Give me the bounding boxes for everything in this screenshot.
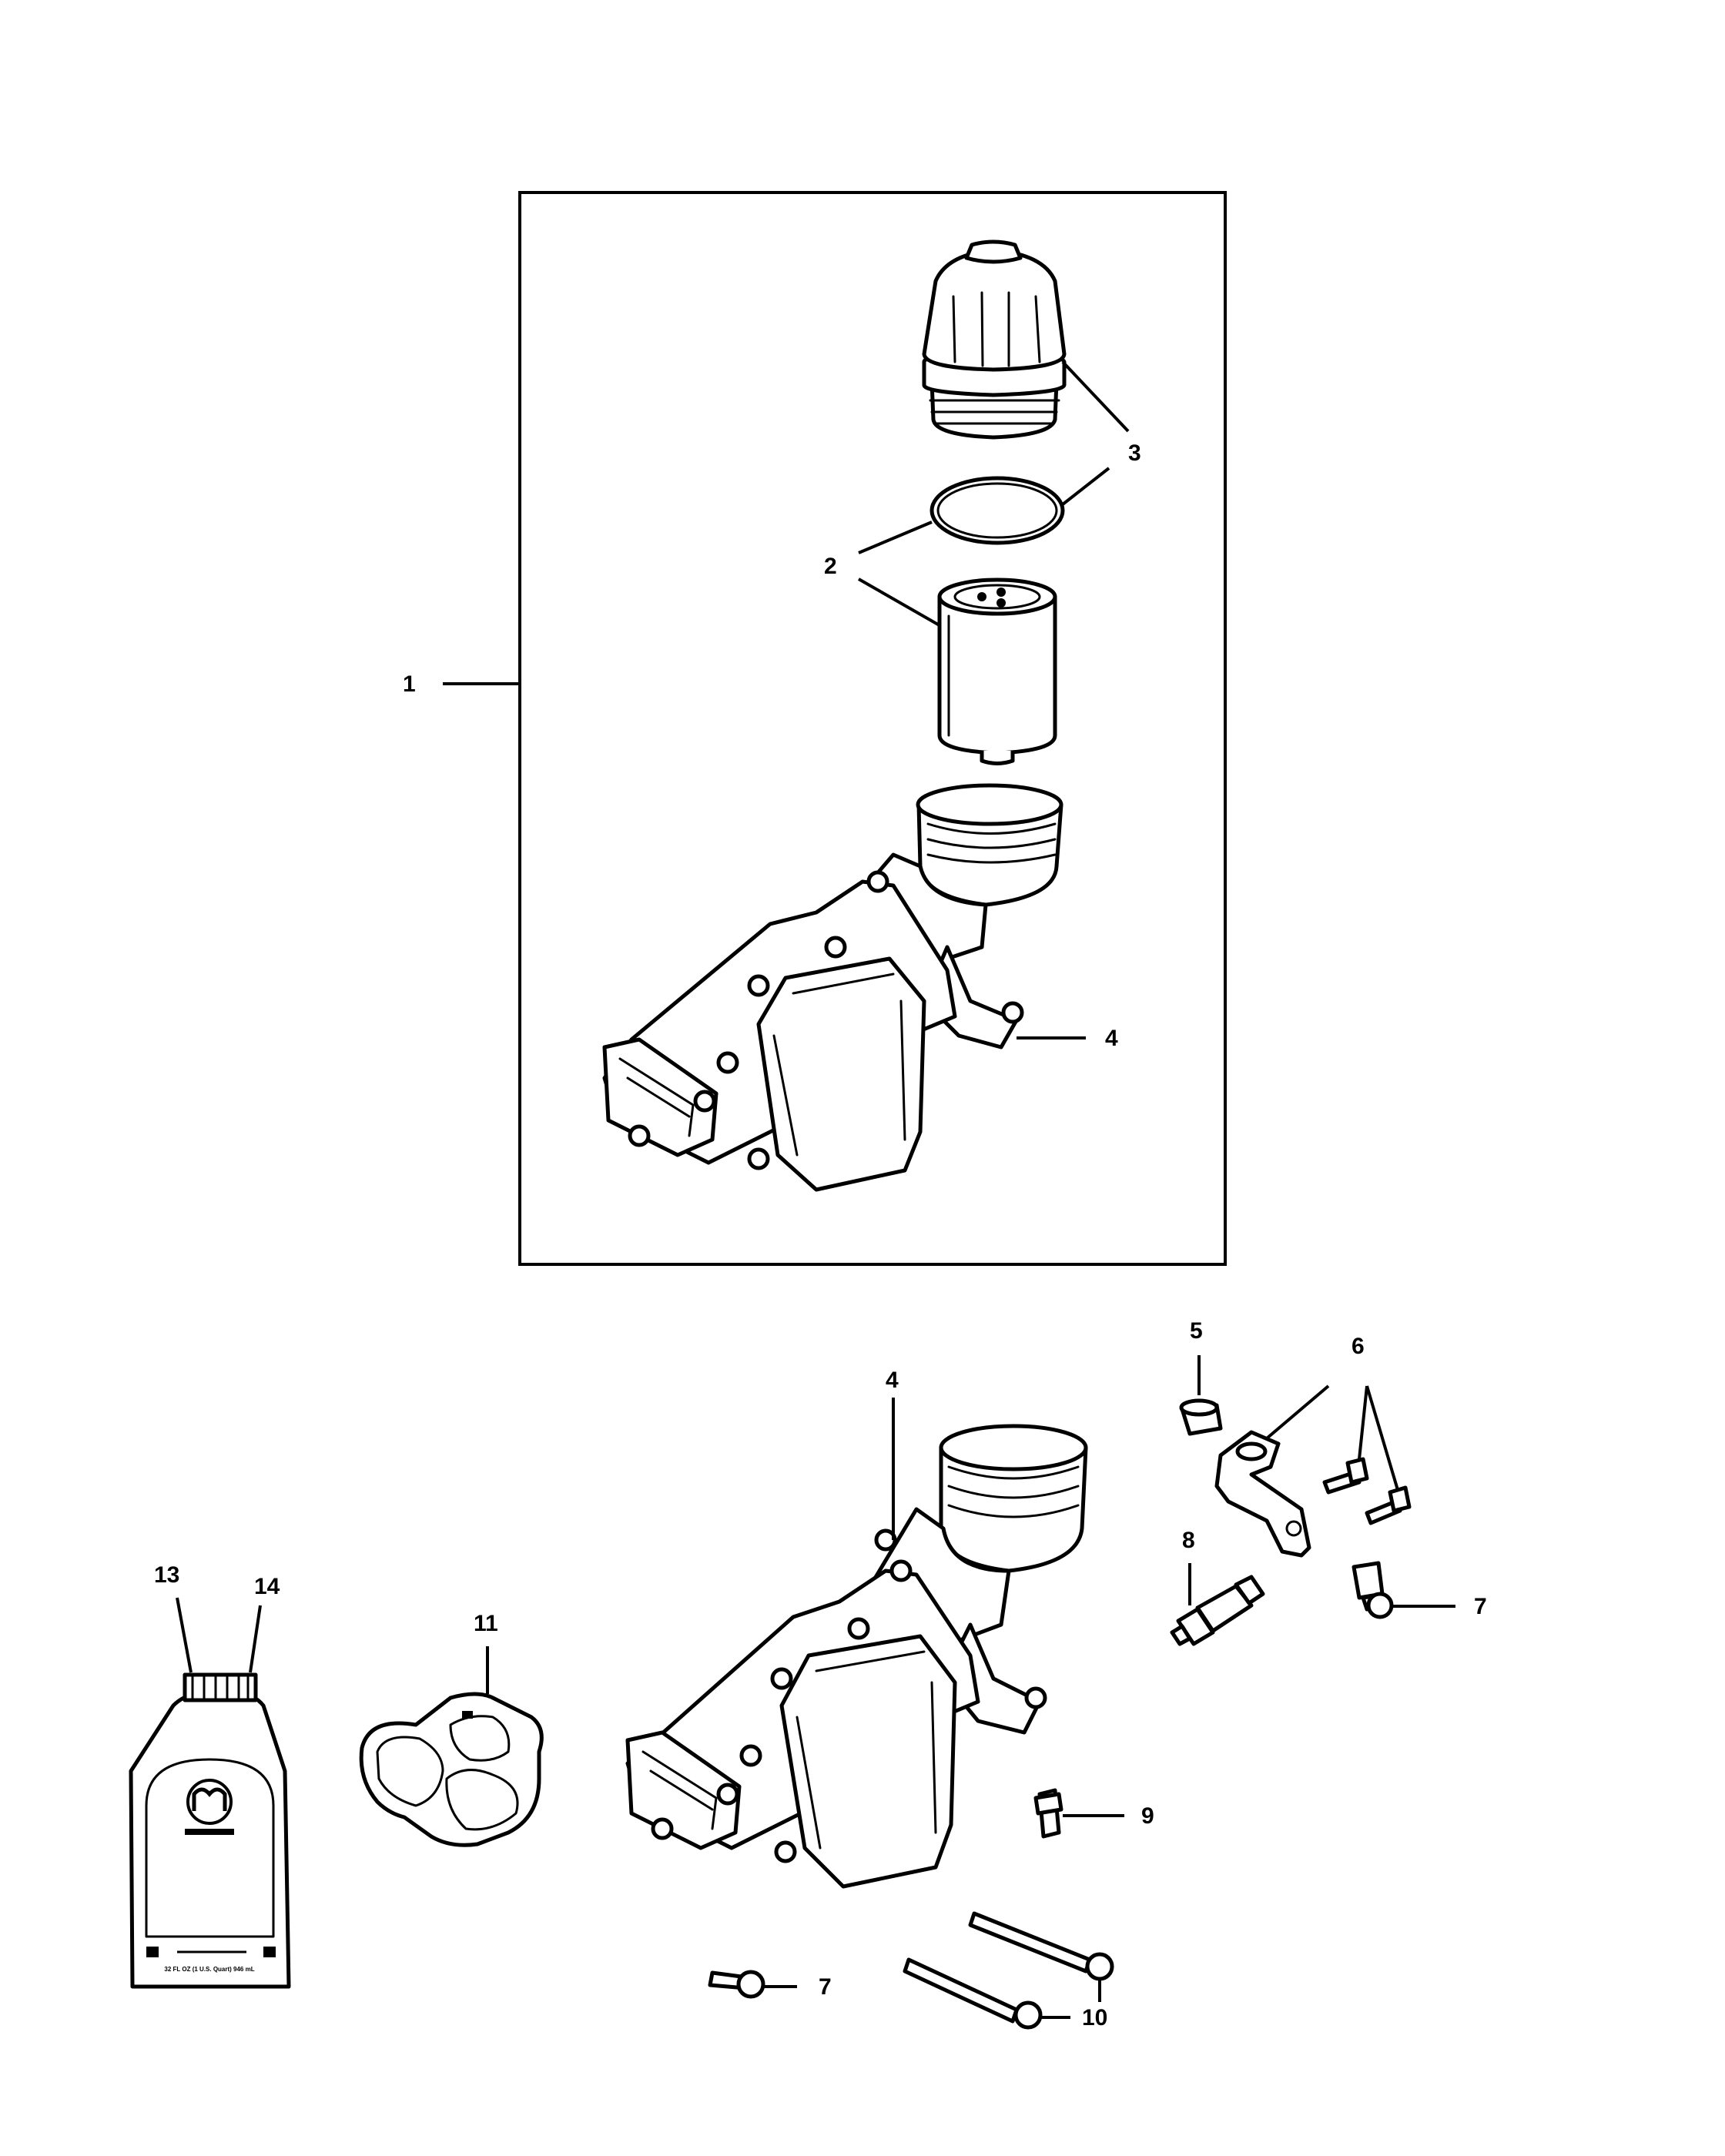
long-bolt-10b — [903, 1957, 1043, 2030]
oil-pressure-sensor — [1170, 1575, 1265, 1646]
oil-filter-housing — [625, 1424, 1088, 1889]
leader-6c — [1365, 1385, 1399, 1491]
callout-8: 8 — [1182, 1528, 1195, 1553]
callout-5: 5 — [1190, 1318, 1203, 1344]
callout-1: 1 — [403, 671, 416, 697]
callout-13: 13 — [154, 1562, 179, 1588]
callout-10: 10 — [1082, 2005, 1107, 2030]
o-ring — [929, 476, 1065, 545]
callout-9: 9 — [1141, 1803, 1154, 1829]
leader-2c — [858, 578, 944, 629]
leader-13 — [176, 1597, 193, 1673]
leader-14 — [249, 1605, 262, 1673]
callout-14: 14 — [254, 1574, 280, 1599]
callout-7-bottom: 7 — [819, 1974, 832, 2000]
callout-7-right: 7 — [1474, 1594, 1487, 1619]
callout-3: 3 — [1128, 440, 1141, 466]
bolt-7-right — [1352, 1561, 1394, 1619]
leader-2b — [858, 521, 933, 554]
bolt-6a — [1322, 1457, 1369, 1495]
filter-element — [937, 578, 1057, 765]
bolt-7-bottom — [708, 1970, 765, 1999]
leader-6a — [1265, 1384, 1330, 1440]
callout-6: 6 — [1352, 1334, 1365, 1359]
leader-3 — [1061, 360, 1130, 433]
oil-bottle: 32 FL OZ (1 U.S. Quart) 946 mL — [129, 1672, 291, 1989]
callout-2: 2 — [824, 554, 837, 579]
bottle-volume-label: 32 FL OZ (1 U.S. Quart) 946 mL — [164, 1966, 254, 1973]
gasket — [359, 1692, 544, 1847]
callout-4-top: 4 — [1105, 1026, 1118, 1051]
fitting — [1033, 1788, 1063, 1839]
oil-filter-housing-assembled — [602, 783, 1063, 1192]
leader-6b — [1358, 1385, 1368, 1460]
callout-4-bottom: 4 — [886, 1368, 899, 1393]
assembly-box — [518, 191, 1227, 1266]
filter-cap — [922, 239, 1067, 440]
callout-11: 11 — [474, 1611, 498, 1636]
bracket — [1214, 1430, 1311, 1558]
sleeve-clip — [1179, 1398, 1223, 1436]
bolt-6b — [1365, 1485, 1412, 1525]
leader-2a — [1061, 467, 1110, 506]
long-bolt-10a — [968, 1911, 1114, 1981]
brand-logo — [185, 1779, 234, 1835]
